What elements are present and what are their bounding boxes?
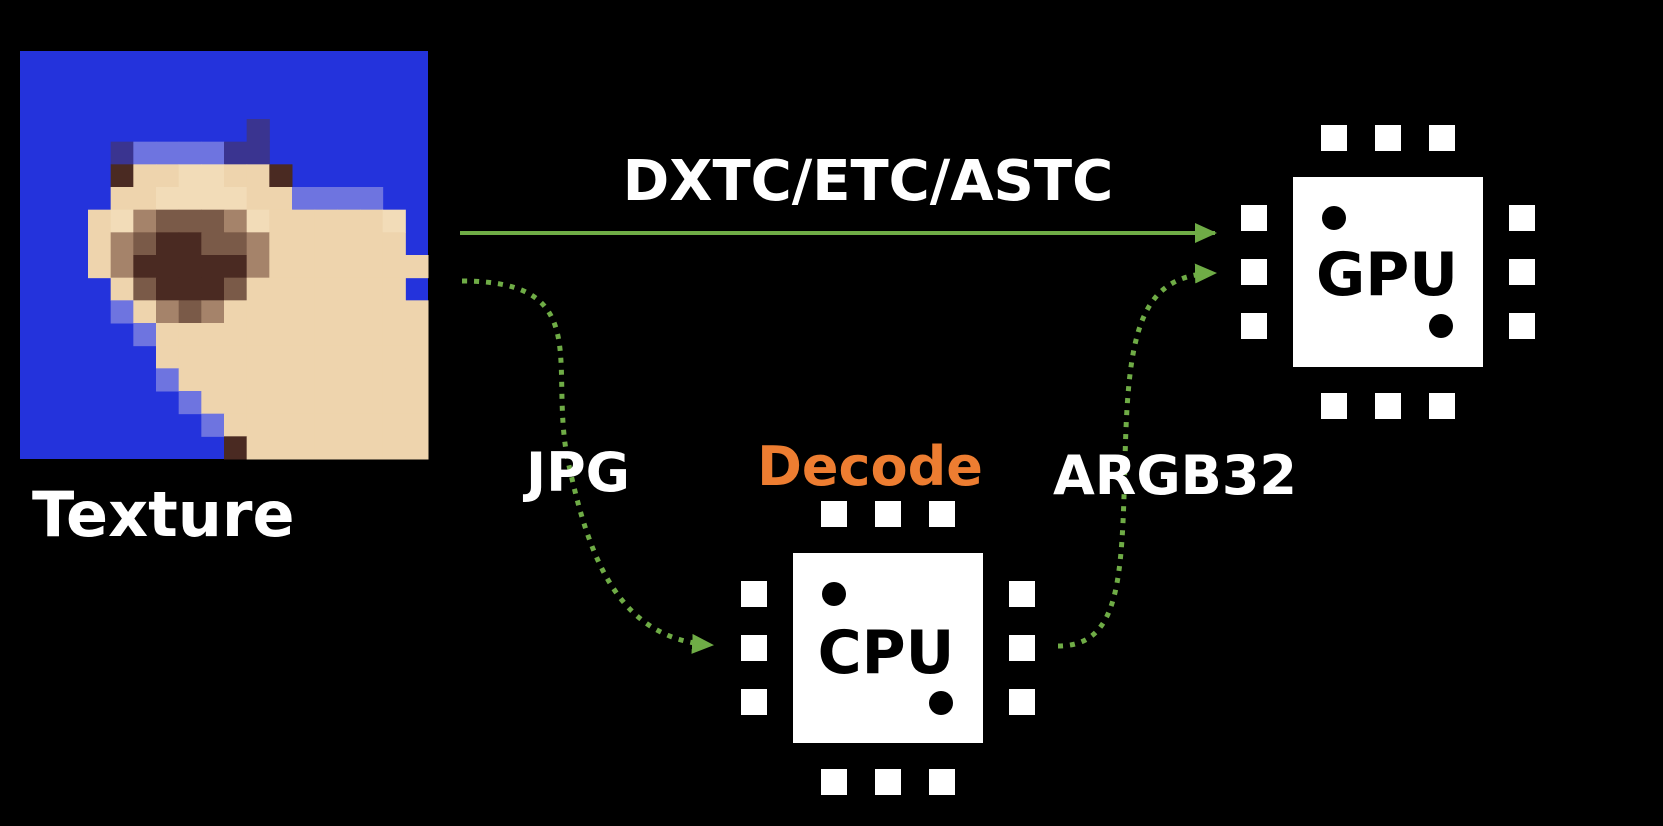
jpg-path-label: JPG [522, 441, 630, 504]
texture-label: Texture [32, 478, 295, 551]
texture-image-icon [20, 51, 429, 460]
cpu-chip-icon [741, 501, 1035, 795]
gpu-label: GPU [1316, 240, 1458, 310]
cpu-label: CPU [818, 618, 955, 688]
argb32-path-label: ARGB32 [1053, 444, 1297, 507]
argb32-path-arrow [1057, 263, 1217, 649]
direct-path-label: DXTC/ETC/ASTC [623, 149, 1113, 214]
jpg-path-arrow [461, 278, 714, 654]
gpu-chip-icon [1241, 125, 1535, 419]
decode-caption: Decode [757, 435, 983, 498]
